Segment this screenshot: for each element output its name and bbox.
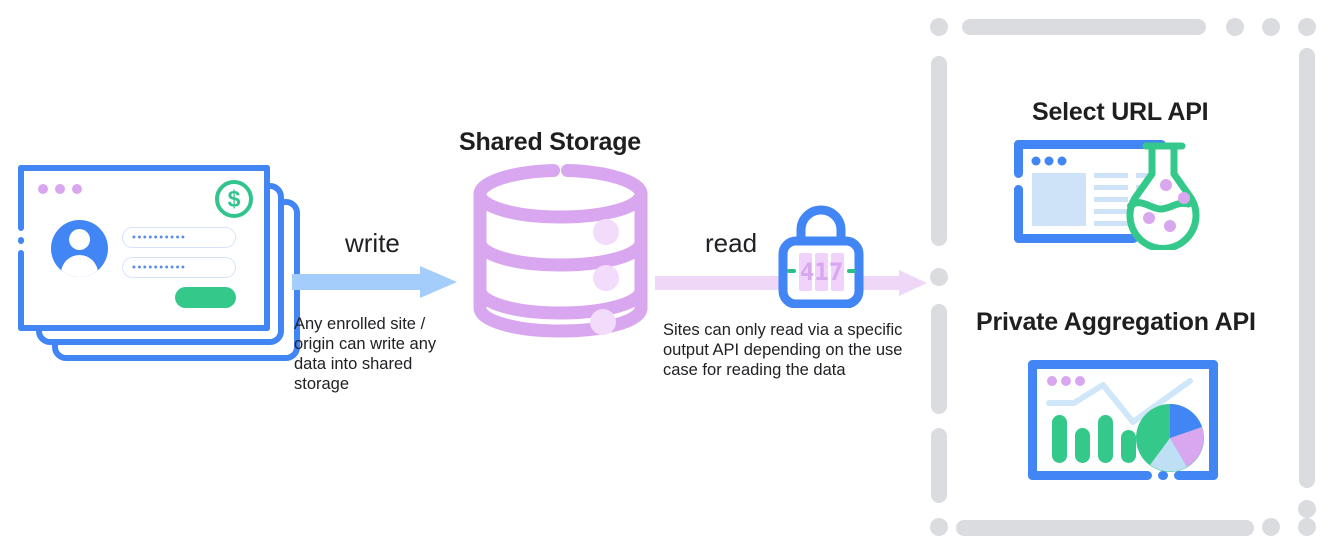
write-arrow-icon (292, 266, 457, 298)
read-label: read (705, 228, 758, 258)
card-border-top (18, 165, 270, 171)
site-card-front: $ •••••••••• •••••••••• (18, 165, 270, 331)
shared-storage-database-icon (468, 160, 653, 342)
private-aggregation-api-title: Private Aggregation API (976, 308, 1256, 336)
output-apis-panel: Select URL API (918, 10, 1318, 545)
write-caption: Any enrolled site / origin can write any… (294, 315, 437, 393)
card-border-right (264, 165, 270, 331)
panel-border-dot-r-low (1298, 500, 1316, 518)
shared-storage-title: Shared Storage (459, 128, 641, 156)
card-border-left-lower (18, 250, 24, 331)
select-url-api-icon (1014, 140, 1224, 252)
write-label: write (345, 228, 400, 258)
username-field-value: •••••••••• (132, 231, 187, 243)
panel-border-dot-t1 (1226, 18, 1244, 36)
enrolled-sites-cards: $ •••••••••• •••••••••• (14, 165, 304, 365)
username-field[interactable]: •••••••••• (122, 227, 236, 248)
panel-border-dot-bl (930, 518, 948, 536)
panel-border-dot-left-mid (930, 268, 948, 286)
password-field-value: •••••••••• (132, 261, 187, 273)
panel-border-dot-t2 (1262, 18, 1280, 36)
avatar (51, 220, 108, 277)
panel-border-dot-b1 (1262, 518, 1280, 536)
panel-border-bottom-segment (956, 520, 1254, 536)
select-url-api-title: Select URL API (1032, 98, 1209, 126)
read-caption: Sites can only read via a specific outpu… (663, 321, 903, 379)
lock-code: 417 (800, 258, 843, 286)
password-field[interactable]: •••••••••• (122, 257, 236, 278)
panel-border-left-segment-3 (931, 428, 947, 503)
card-border-left-upper (18, 165, 24, 231)
panel-border-left-segment-2 (931, 304, 947, 414)
panel-border-dot-br (1298, 518, 1316, 536)
browser-dot-2-icon (55, 184, 65, 194)
browser-dot-1-icon (38, 184, 48, 194)
combination-lock-icon: 417 (778, 203, 864, 309)
panel-border-dot-tl (930, 18, 948, 36)
submit-button[interactable] (175, 287, 236, 308)
browser-dot-3-icon (72, 184, 82, 194)
panel-border-top-segment (962, 19, 1206, 35)
card-border-left-dot (18, 237, 24, 244)
card-border-bottom (18, 325, 270, 331)
panel-border-right-segment (1299, 48, 1315, 488)
money-badge-icon: $ (215, 180, 253, 218)
private-aggregation-api-icon (1028, 360, 1218, 480)
panel-border-left-segment-1 (931, 56, 947, 246)
panel-border-dot-tr (1298, 18, 1316, 36)
